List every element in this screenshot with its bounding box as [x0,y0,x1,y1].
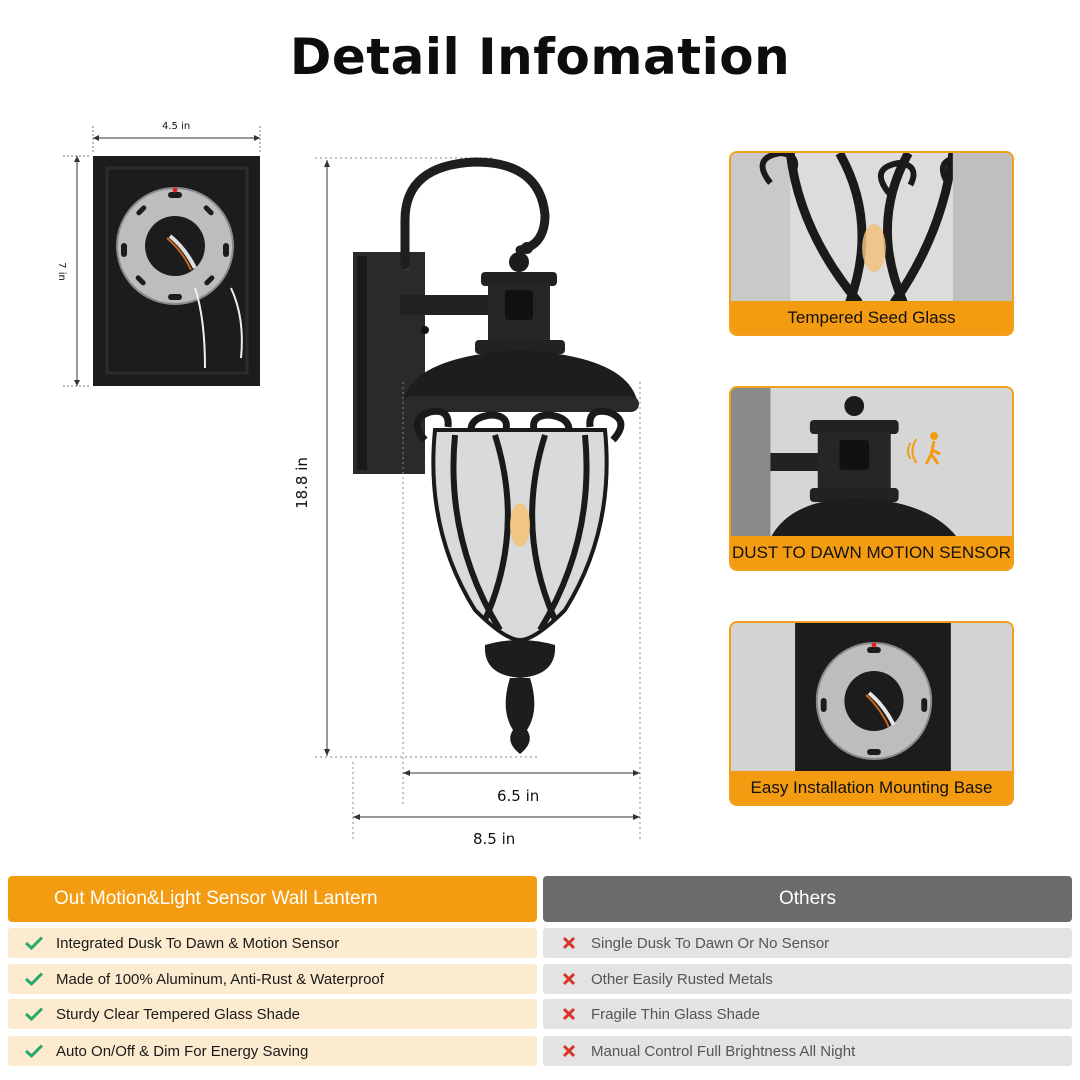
cross-icon [549,1007,589,1021]
lantern-drawing [315,157,641,840]
lantern-height-label: 18.8 in [292,457,311,509]
comparison-item: Integrated Dusk To Dawn & Motion Sensor [56,934,340,952]
comparison-item: Single Dusk To Dawn Or No Sensor [591,934,830,952]
lantern-depth-inner-label: 6.5 in [497,787,540,805]
comparison-row-others: Fragile Thin Glass Shade [543,999,1072,1029]
mounting-plate-closeup-icon [731,623,1012,773]
comparison-row-ours: Made of 100% Aluminum, Anti-Rust & Water… [8,964,537,994]
mounting-base-drawing [63,126,261,387]
comparison-row-others: Other Easily Rusted Metals [543,964,1072,994]
feature-caption: Easy Installation Mounting Base [731,771,1012,804]
base-width-label: 4.5 in [162,121,191,132]
page-title: Detail Infomation [289,28,791,86]
check-icon [14,936,54,950]
cross-icon [549,1044,589,1058]
feature-card-sensor: DUST TO DAWN MOTION SENSOR [729,386,1014,571]
feature-card-glass: Tempered Seed Glass [729,151,1014,336]
comparison-row-others: Single Dusk To Dawn Or No Sensor [543,928,1072,958]
comparison-item: Auto On/Off & Dim For Energy Saving [56,1042,309,1060]
glass-lantern-closeup-icon [731,153,1012,303]
check-icon [14,1044,54,1058]
check-icon [14,972,54,986]
motion-sensor-closeup-icon [731,388,1012,538]
base-height-label: 7 in [55,262,67,281]
comparison-item: Sturdy Clear Tempered Glass Shade [56,1005,301,1023]
comparison-header-ours: Out Motion&Light Sensor Wall Lantern [8,876,537,922]
feature-caption: Tempered Seed Glass [731,301,1012,334]
comparison-row-ours: Integrated Dusk To Dawn & Motion Sensor [8,928,537,958]
comparison-header-others: Others [543,876,1072,922]
check-icon [14,1007,54,1021]
cross-icon [549,972,589,986]
comparison-item: Other Easily Rusted Metals [591,970,773,988]
comparison-item: Made of 100% Aluminum, Anti-Rust & Water… [56,970,384,988]
cross-icon [549,936,589,950]
comparison-item: Fragile Thin Glass Shade [591,1005,760,1023]
feature-caption: DUST TO DAWN MOTION SENSOR [731,536,1012,569]
comparison-row-ours: Sturdy Clear Tempered Glass Shade [8,999,537,1029]
comparison-row-others: Manual Control Full Brightness All Night [543,1036,1072,1066]
feature-card-base: Easy Installation Mounting Base [729,621,1014,806]
lantern-depth-outer-label: 8.5 in [473,830,516,848]
comparison-row-ours: Auto On/Off & Dim For Energy Saving [8,1036,537,1066]
comparison-item: Manual Control Full Brightness All Night [591,1042,856,1060]
